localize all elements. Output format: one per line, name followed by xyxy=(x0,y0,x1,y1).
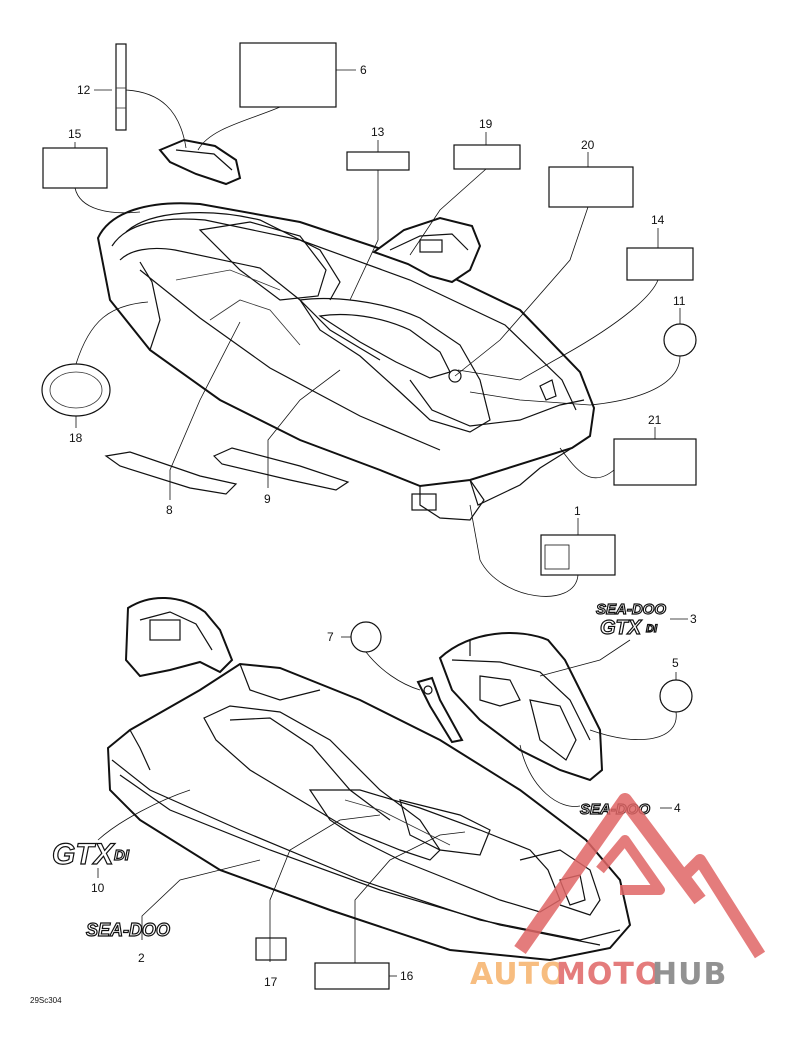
decal-19 xyxy=(453,144,521,170)
decal-3-seadoo: SEA-DOO xyxy=(596,601,666,618)
callout-5: 5 xyxy=(672,656,679,670)
decal-3-gtx: GTX xyxy=(600,617,643,639)
decal-15 xyxy=(42,147,108,189)
decal-16 xyxy=(314,962,390,990)
diagram-code: 29Sc304 xyxy=(30,996,62,1005)
decal-10-di: DI xyxy=(114,847,130,864)
decal-6 xyxy=(239,42,337,108)
callout-13: 13 xyxy=(371,125,385,139)
callout-8: 8 xyxy=(166,503,173,517)
callout-7: 7 xyxy=(327,630,334,644)
callout-1: 1 xyxy=(574,504,581,518)
callout-9: 9 xyxy=(264,492,271,506)
callout-18: 18 xyxy=(69,431,83,445)
callout-4: 4 xyxy=(674,801,681,815)
callout-2: 2 xyxy=(138,951,145,965)
rear-grab-handle xyxy=(124,597,234,678)
decal-9 xyxy=(212,447,350,491)
callout-21: 21 xyxy=(648,413,662,427)
decal-10-gtx: GTX xyxy=(52,838,116,871)
decal-13 xyxy=(346,151,410,171)
watermark-auto: AUTO xyxy=(470,957,567,992)
callout-10: 10 xyxy=(91,881,105,895)
watermark-logo: AUTO MOTO HUB xyxy=(470,793,766,992)
callout-6: 6 xyxy=(360,63,367,77)
decal-20 xyxy=(548,166,634,208)
decal-11 xyxy=(663,323,697,357)
watermark-hub: HUB xyxy=(652,957,727,992)
decal-7 xyxy=(350,621,382,653)
callout-20: 20 xyxy=(581,138,595,152)
callout-15: 15 xyxy=(68,127,82,141)
callout-11: 11 xyxy=(673,294,686,308)
decal-12 xyxy=(115,43,127,131)
callout-12: 12 xyxy=(77,83,91,97)
decal-21 xyxy=(613,438,697,486)
upper-hull xyxy=(96,202,596,521)
callout-3: 3 xyxy=(690,612,697,626)
storage-cover xyxy=(158,138,242,186)
watermark-moto: MOTO xyxy=(556,957,661,992)
decal-17 xyxy=(255,937,287,961)
decal-2-seadoo: SEA-DOO xyxy=(86,920,170,940)
callout-19: 19 xyxy=(479,117,493,131)
callout-17: 17 xyxy=(264,975,278,989)
callout-16: 16 xyxy=(400,969,414,983)
decal-3-di: DI xyxy=(646,623,658,635)
decal-5 xyxy=(659,679,693,713)
handlebar-console xyxy=(371,216,482,284)
callout-14: 14 xyxy=(651,213,665,227)
hood-front xyxy=(438,632,604,782)
leader-lines xyxy=(74,69,688,977)
throttle-lever xyxy=(416,676,464,744)
decal-14 xyxy=(626,247,694,281)
decal-8 xyxy=(104,451,238,495)
